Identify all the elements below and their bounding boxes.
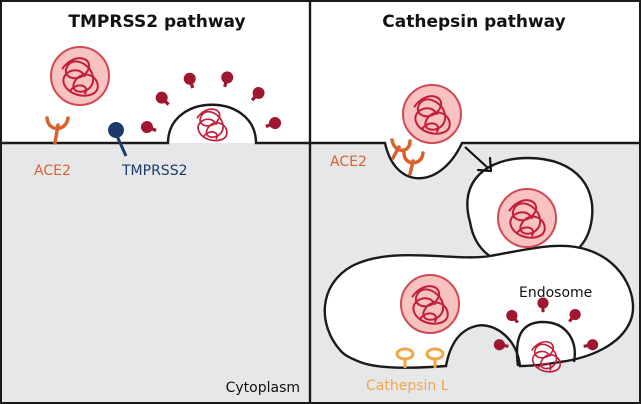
tmprss2-protease: [108, 122, 128, 157]
virion-entering: [402, 84, 462, 144]
membrane-left: [0, 103, 310, 145]
membrane-right: [310, 141, 641, 180]
endosome-bud: [515, 320, 576, 367]
ace2-label-right: ACE2: [330, 154, 367, 170]
ace2-receptor-left: [45, 116, 70, 145]
cytoplasm-label: Cytoplasm: [226, 380, 300, 396]
virion-left: [50, 46, 110, 106]
right-panel-title: Cathepsin pathway: [382, 12, 565, 32]
cathepsin-l-label: Cathepsin L: [366, 378, 449, 394]
left-panel-title: TMPRSS2 pathway: [68, 12, 245, 32]
internalization-arrow: [464, 146, 493, 173]
tmprss2-label: TMPRSS2: [121, 163, 187, 179]
endosome-label: Endosome: [519, 285, 592, 301]
ace2-label-left: ACE2: [34, 163, 71, 179]
virion-in-endosome: [497, 188, 557, 248]
ace2-receptors-right: [390, 138, 425, 176]
virion-lower-endosome: [400, 274, 460, 334]
cathepsin-l-enzymes: [395, 347, 445, 368]
